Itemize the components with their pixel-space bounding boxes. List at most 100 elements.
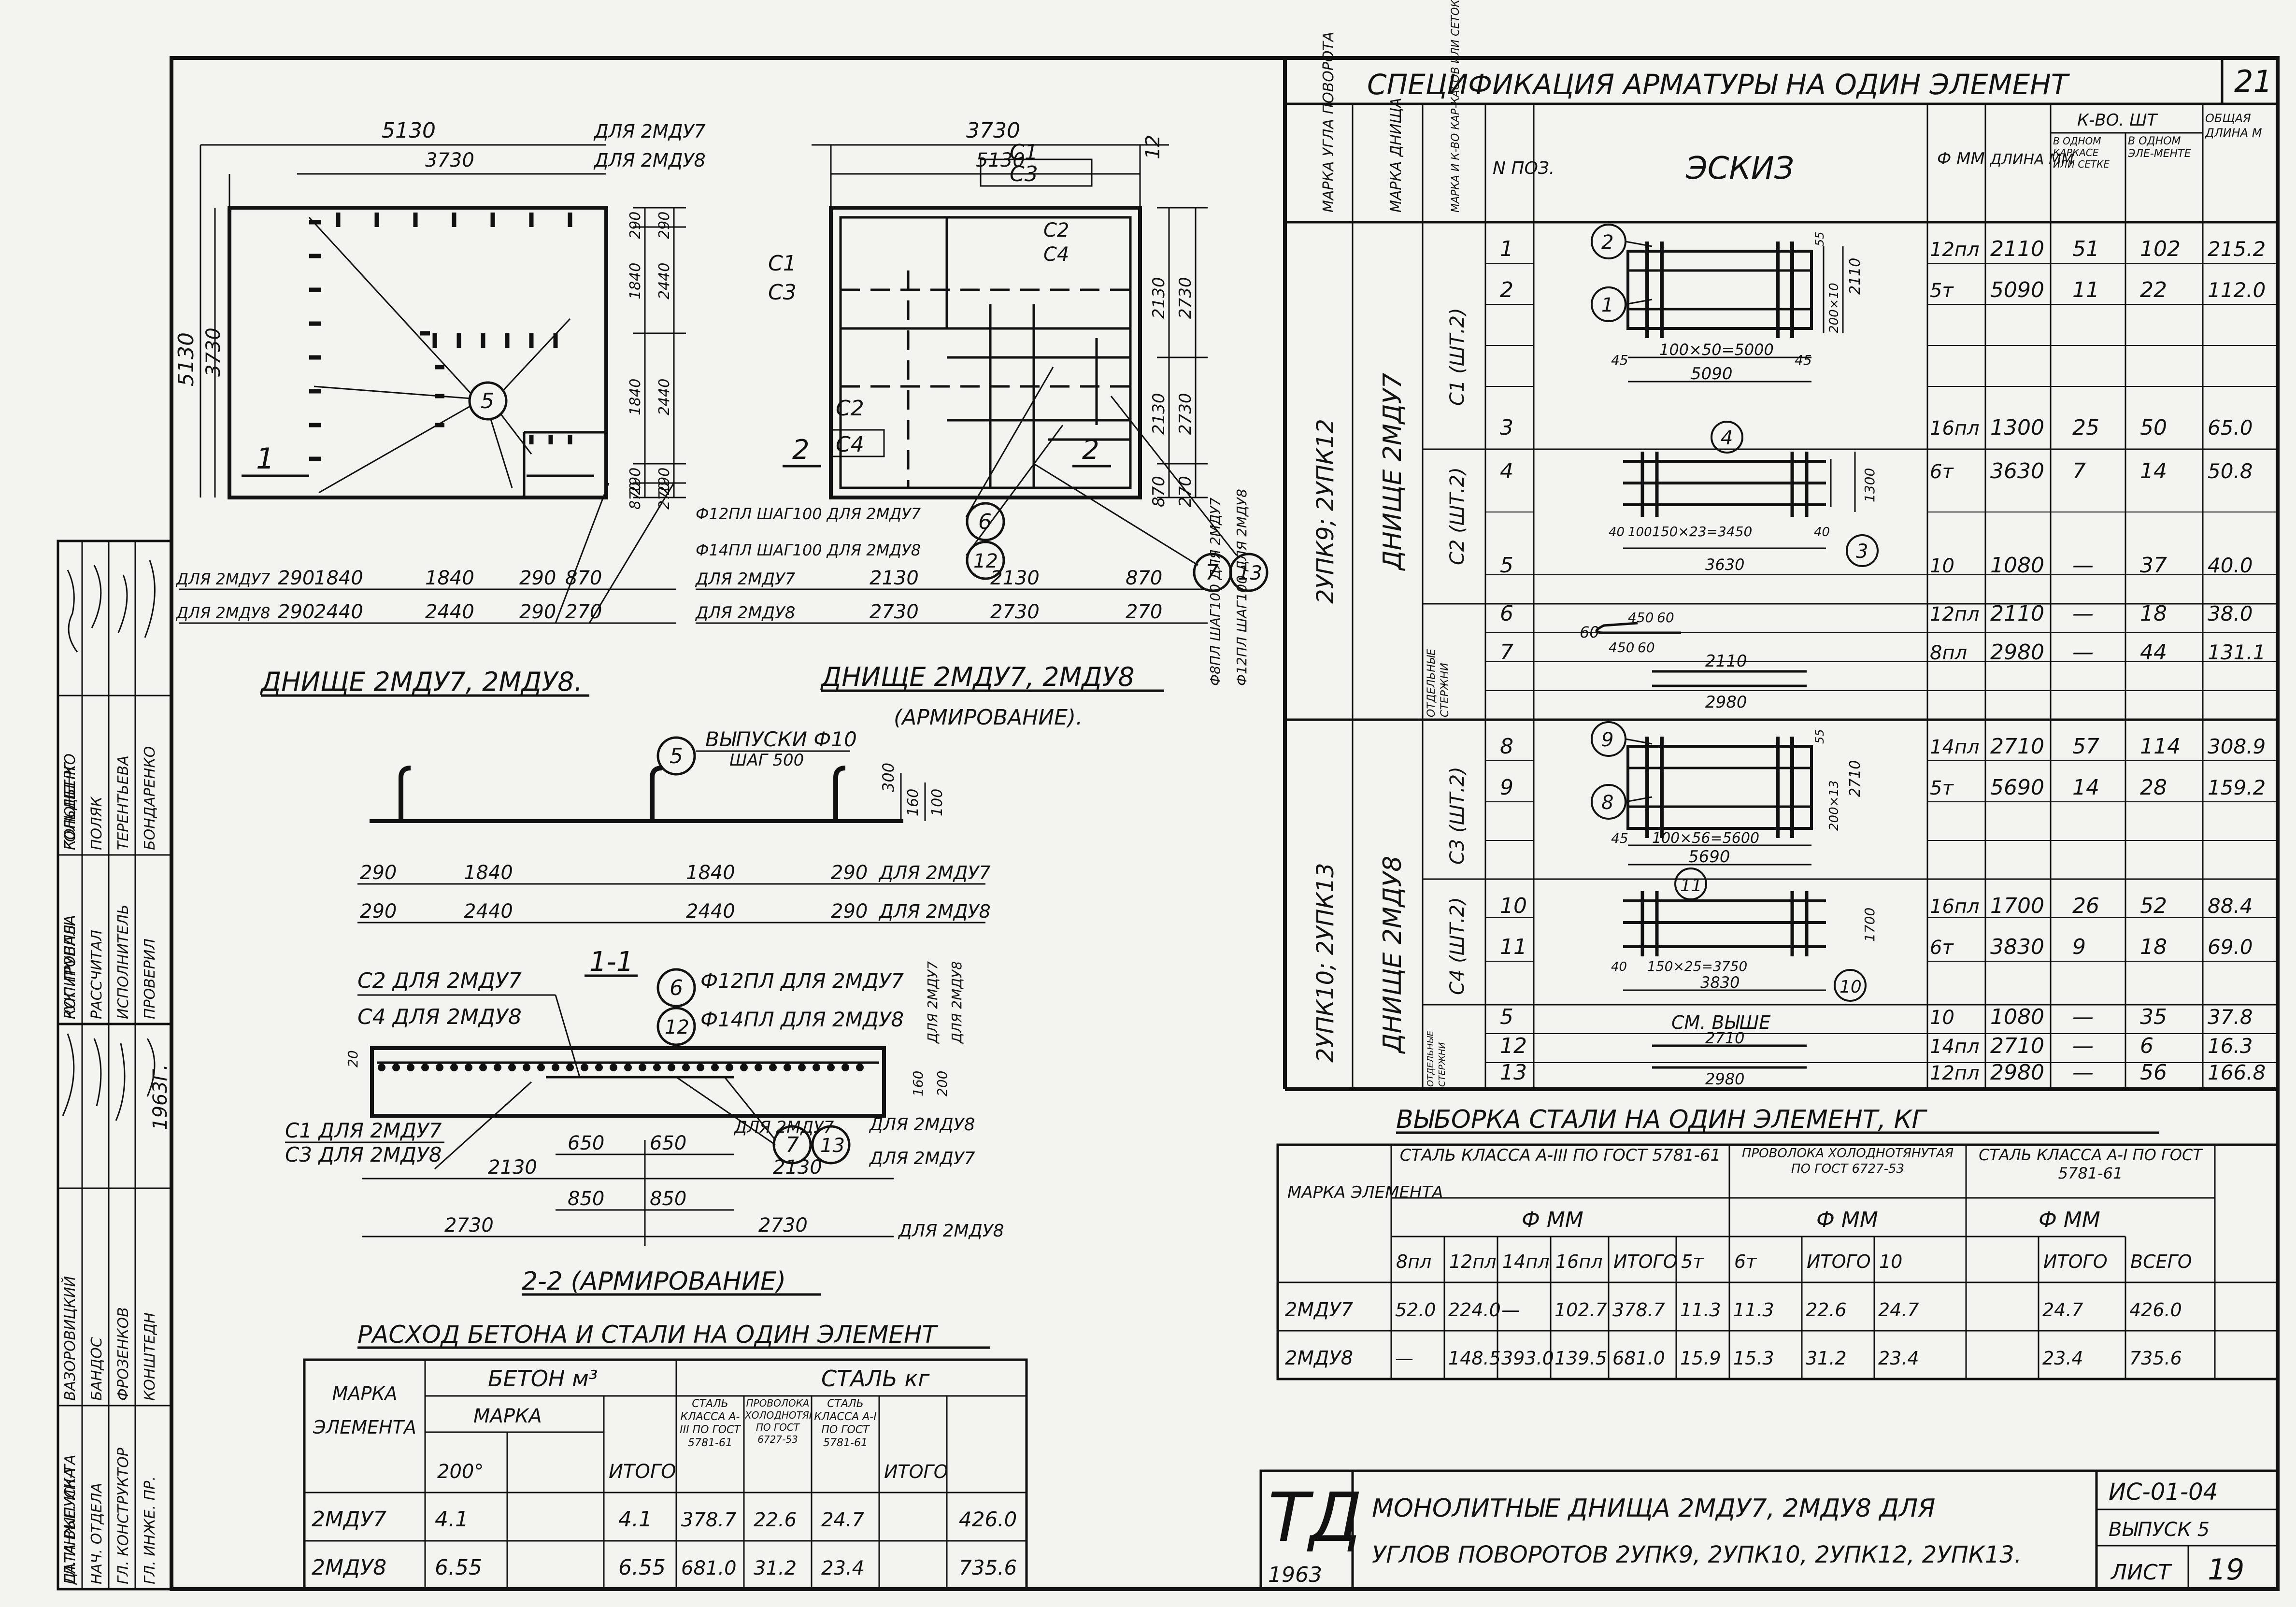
rebar-dot	[711, 1064, 719, 1071]
svg-text:45: 45	[1611, 830, 1628, 846]
vy-phi-1: Ф ММ	[1522, 1208, 1583, 1232]
p1-right-a: 1840	[627, 263, 644, 299]
rebar-dot	[856, 1064, 864, 1071]
svg-text:850: 850	[650, 1188, 686, 1210]
spec-diam: 10	[1930, 555, 1954, 577]
rebar-dot	[508, 1064, 516, 1071]
sketch-c4	[1623, 867, 1867, 1002]
spec-elem: 56	[2140, 1060, 2167, 1085]
spec-len: 1080	[1990, 553, 2044, 578]
p2-right-a: 2130	[1149, 277, 1169, 319]
vy-value: 22.6	[1806, 1299, 1847, 1321]
s22-c1: С1 ДЛЯ 2МДУ7	[285, 1119, 442, 1142]
p1-bottom7: 290	[278, 567, 314, 589]
svg-text:3: 3	[1856, 540, 1868, 563]
p1-for7: ДЛЯ 2МДУ7	[175, 570, 271, 588]
spec-pos: 6	[1500, 601, 1513, 626]
p1-for8: ДЛЯ 2МДУ8	[175, 604, 270, 622]
vy-value: 24.7	[1878, 1299, 1919, 1321]
rebar-dot	[740, 1064, 748, 1071]
r-h-200: 200°	[437, 1461, 484, 1483]
group1-dnishe: ДНИЩЕ 2МДУ7	[1378, 373, 1407, 571]
vy-value: 31.2	[1806, 1348, 1847, 1369]
vy-col-header: 16пл	[1555, 1251, 1603, 1272]
svg-text:2130: 2130	[773, 1156, 822, 1179]
p1-left1: 5130	[174, 332, 199, 386]
svg-text:13: 13	[820, 1135, 845, 1157]
svg-text:2980: 2980	[1705, 693, 1747, 712]
p1-left2: 3730	[202, 327, 225, 377]
p2-section: 2	[792, 434, 810, 466]
spec-total: 37.8	[2208, 1005, 2253, 1029]
s11-row8: 290	[831, 900, 868, 923]
rebar-dot	[421, 1064, 429, 1071]
group1-ugol: 2УПК9; 2УПК12	[1312, 419, 1339, 604]
r-h-itogo: ИТОГО	[609, 1461, 676, 1483]
svg-text:11: 11	[1680, 876, 1702, 896]
svg-text:100: 100	[1628, 525, 1652, 540]
spec-elem: 37	[2140, 553, 2167, 578]
vy-col-header: 5т	[1681, 1251, 1704, 1272]
spec-diam: 12пл	[1930, 603, 1980, 626]
h-marka-dnisha: МАРКА ДНИЩА	[1388, 98, 1405, 213]
stamp-name: БОНДАРЕНКО	[142, 746, 158, 850]
vy-value: 426.0	[2129, 1299, 2182, 1321]
rebar-dot	[450, 1064, 458, 1071]
spec-one: 9	[2072, 935, 2086, 959]
svg-text:2110: 2110	[1705, 652, 1747, 671]
rebar-dot	[755, 1064, 762, 1071]
vy-value: 15.9	[1680, 1348, 1721, 1369]
vy-phi-3: Ф ММ	[2039, 1208, 2100, 1232]
r-it: 426.0	[959, 1507, 1017, 1531]
r-h-stal: СТАЛЬ кг	[821, 1365, 930, 1392]
svg-text:7: 7	[1205, 560, 1219, 585]
vyborka-table: ВЫБОРКА СТАЛИ НА ОДИН ЭЛЕМЕНТ, КГ МАРКА …	[1276, 1105, 2279, 1380]
s1-len: 5090	[1691, 364, 1733, 384]
s11-for7: ДЛЯ 2МДУ7	[878, 862, 991, 883]
spec-one: 14	[2072, 775, 2099, 800]
p2-top2: 5130	[976, 149, 1025, 171]
r-s3: 24.7	[821, 1509, 865, 1531]
svg-text:450: 450	[1628, 610, 1654, 626]
svg-text:300: 300	[879, 763, 898, 792]
stamp-name: БАНДОС	[88, 1337, 105, 1401]
vy-col-header: 6т	[1734, 1251, 1757, 1272]
h-length: ДЛИНА ММ	[1989, 151, 2074, 168]
p1-top1-for: ДЛЯ 2МДУ7	[593, 121, 706, 142]
vy-col-header: ИТОГО	[1613, 1251, 1678, 1272]
rashod-table: РАСХОД БЕТОНА И СТАЛИ НА ОДИН ЭЛЕМЕНТ МА…	[303, 1321, 1028, 1591]
sketch-c2	[1623, 421, 1879, 567]
spec-len: 2110	[1990, 237, 2044, 261]
spec-one: —	[2072, 553, 2094, 578]
svg-text:55: 55	[1813, 231, 1826, 246]
spec-pos: 10	[1500, 894, 1527, 918]
group2-karkas-a: С3 (ШТ.2)	[1446, 767, 1469, 865]
svg-text:160: 160	[910, 1071, 926, 1096]
svg-text:2730: 2730	[758, 1214, 808, 1237]
spec-diam: 16пл	[1930, 417, 1980, 440]
h-qty: К-ВО. ШТ	[2077, 111, 2158, 130]
vy-value: 23.4	[2042, 1348, 2083, 1369]
r-s2: 31.2	[754, 1557, 797, 1579]
r-b200: 6.55	[435, 1555, 482, 1580]
vy-marka: 2МДУ7	[1285, 1299, 1354, 1321]
svg-text:9: 9	[1601, 729, 1613, 751]
spec-elem: 52	[2140, 894, 2167, 918]
r-h-beton: БЕТОН м³	[488, 1365, 598, 1392]
vy-value: 11.3	[1733, 1299, 1774, 1321]
svg-text:20: 20	[345, 1050, 361, 1067]
r-marka: 2МДУ8	[312, 1555, 386, 1580]
s3-h: 2710	[1847, 760, 1864, 797]
r-bit: 4.1	[618, 1507, 652, 1532]
svg-text:12: 12	[665, 1016, 689, 1038]
p2-bottom7: 2130	[990, 567, 1040, 589]
stamp-name: ГОЛЬДБЕРГ	[62, 761, 79, 850]
svg-text:5: 5	[670, 744, 683, 768]
stamp-role: НАЧ. ОТДЕЛА	[88, 1483, 105, 1584]
p2-callout-6	[966, 502, 1005, 541]
spec-total: 88.4	[2208, 894, 2253, 918]
r-marka: 2МДУ7	[312, 1507, 386, 1532]
tb-title-1: МОНОЛИТНЫЕ ДНИЩА 2МДУ7, 2МДУ8 ДЛЯ	[1372, 1494, 1935, 1523]
